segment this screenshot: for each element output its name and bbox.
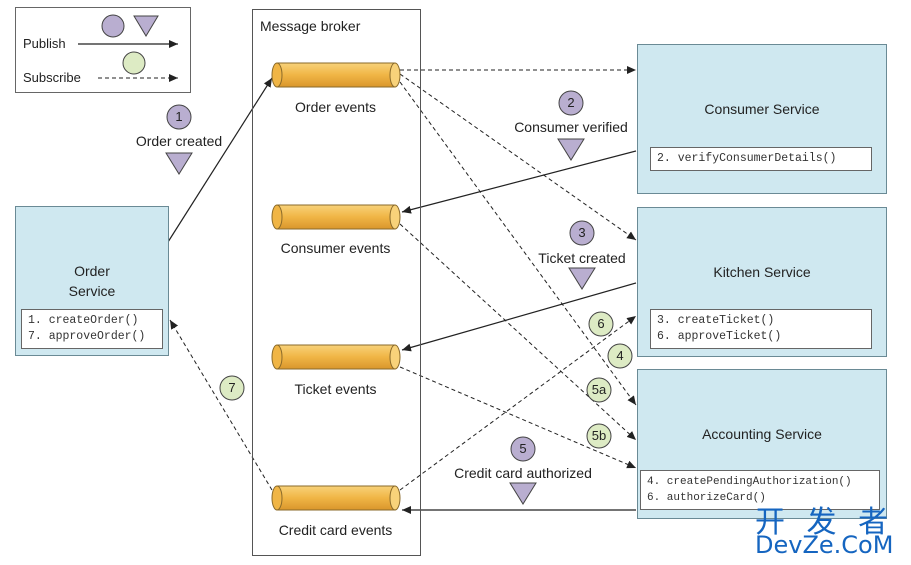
sub-4-number: 4: [616, 348, 624, 363]
channel-label-credit-card: Credit card events: [278, 522, 393, 538]
arrow-card-to-order: [169, 319, 273, 491]
method-create-pending-authorization: 4. createPendingAuthorization(): [647, 476, 852, 488]
arrow-order-to-kitchen: [399, 73, 637, 241]
step-1-number: 1: [175, 109, 183, 124]
order-service-name-line2: Service: [68, 283, 116, 299]
legend-subscribe-label: Subscribe: [23, 70, 81, 85]
step-1-circle: [166, 104, 192, 130]
event-consumer-verified-label: Consumer verified: [514, 119, 628, 135]
event-ticket-created-label: Ticket created: [538, 250, 626, 266]
step-5-number: 5: [519, 441, 527, 456]
method-create-order: 1. createOrder(): [28, 314, 139, 327]
method-create-ticket: 3. createTicket(): [657, 314, 775, 327]
consumer-service-name: Consumer Service: [704, 101, 820, 117]
arrow-order-publish: [167, 77, 273, 243]
step-2-triangle: [557, 138, 585, 161]
kitchen-service-name: Kitchen Service: [713, 264, 811, 280]
broker-title: Message broker: [260, 18, 361, 34]
step-5-triangle: [509, 482, 537, 505]
channel-consumer-events: [271, 204, 401, 230]
arrow-card-to-kitchen: [399, 315, 637, 491]
arrow-kitchen-publish: [401, 282, 637, 352]
channel-credit-card-events: [271, 485, 401, 511]
legend-box: [15, 7, 191, 93]
sub-7-circle: [219, 375, 245, 401]
step-3-number: 3: [578, 225, 586, 240]
step-1-triangle: [165, 152, 193, 175]
step-3-circle: [569, 220, 595, 246]
arrow-order-to-accounting: [399, 81, 637, 406]
sub-4-circle: [607, 343, 633, 369]
legend-subscribe-circle: [122, 51, 146, 75]
channel-label-order: Order events: [295, 99, 376, 115]
method-approve-order: 7. approveOrder(): [28, 330, 146, 343]
method-verify-consumer: 2. verifyConsumerDetails(): [657, 152, 837, 165]
arrow-consumer-to-accounting: [399, 223, 637, 441]
order-service-name-line1: Order: [74, 263, 110, 279]
step-3-triangle: [568, 267, 596, 290]
sub-5b-circle: [586, 423, 612, 449]
arrow-ticket-to-accounting: [399, 366, 637, 469]
consumer-service-methods: 2. verifyConsumerDetails(): [650, 147, 872, 171]
sub-5b-number: 5b: [591, 428, 607, 443]
accounting-service-name: Accounting Service: [702, 426, 822, 442]
accounting-service-methods: 4. createPendingAuthorization() 6. autho…: [640, 470, 880, 510]
legend-publish-circle: [101, 14, 125, 38]
channel-label-consumer: Consumer events: [280, 240, 391, 256]
step-2-number: 2: [567, 95, 575, 110]
order-service-methods: 1. createOrder() 7. approveOrder(): [21, 309, 163, 349]
arrow-consumer-publish: [401, 150, 637, 214]
step-5-circle: [510, 436, 536, 462]
step-2-circle: [558, 90, 584, 116]
message-broker: [252, 9, 421, 556]
channel-label-ticket: Ticket events: [294, 381, 377, 397]
consumer-service-box: [637, 44, 887, 194]
watermark-devze: DevZe.CoM: [755, 531, 894, 559]
sub-5a-circle: [586, 377, 612, 403]
channel-order-events: [271, 62, 401, 88]
watermark-chinese: 开 发 者: [755, 505, 895, 540]
event-order-created-label: Order created: [135, 133, 223, 149]
legend-publish-label: Publish: [23, 36, 66, 51]
event-card-authorized-label: Credit card authorized: [454, 465, 592, 481]
kitchen-service-methods: 3. createTicket() 6. approveTicket(): [650, 309, 872, 349]
sub-5a-number: 5a: [591, 382, 607, 397]
sub-7-number: 7: [228, 380, 236, 395]
legend-publish-triangle: [133, 15, 159, 37]
method-approve-ticket: 6. approveTicket(): [657, 330, 782, 343]
method-authorize-card: 6. authorizeCard(): [647, 492, 766, 504]
sub-6-number: 6: [597, 316, 605, 331]
channel-ticket-events: [271, 344, 401, 370]
sub-6-circle: [588, 311, 614, 337]
